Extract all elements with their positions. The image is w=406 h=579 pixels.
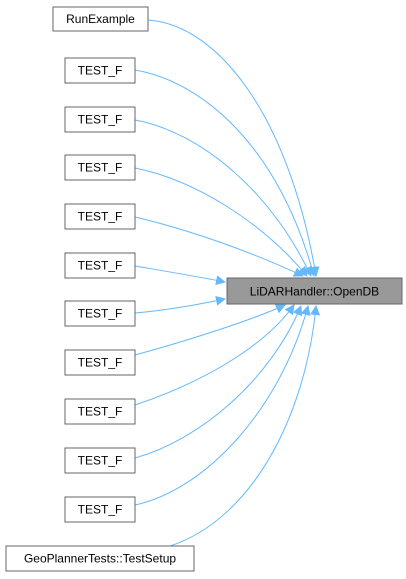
caller-node-label: TEST_F xyxy=(78,113,123,127)
edge-test-f-10 xyxy=(134,305,311,506)
caller-node-test-f-6[interactable]: TEST_F xyxy=(64,300,136,327)
caller-node-run-example[interactable]: RunExample xyxy=(52,6,149,32)
caller-node-test-f-1[interactable]: TEST_F xyxy=(64,57,136,84)
edge-test-f-10-path xyxy=(134,305,311,506)
target-node-label: LiDARHandler::OpenDB xyxy=(250,285,379,299)
edge-test-f-8 xyxy=(134,304,295,406)
edge-test-f-3-path xyxy=(134,167,308,277)
edge-test-f-6-path xyxy=(134,295,226,314)
edge-test-f-2 xyxy=(134,119,312,277)
caller-node-label: TEST_F xyxy=(78,356,123,370)
caller-node-test-f-5[interactable]: TEST_F xyxy=(64,252,136,279)
caller-node-label: TEST_F xyxy=(78,405,123,419)
edge-test-f-7 xyxy=(134,304,286,356)
edge-test-f-2-path xyxy=(134,119,312,277)
caller-node-label: TEST_F xyxy=(78,259,123,273)
target-node[interactable]: LiDARHandler::OpenDB xyxy=(226,277,403,305)
caller-node-label: TEST_F xyxy=(78,307,123,321)
caller-node-test-f-2[interactable]: TEST_F xyxy=(64,106,136,133)
caller-node-label: TEST_F xyxy=(78,64,123,78)
caller-node-test-f-4[interactable]: TEST_F xyxy=(64,203,136,230)
edge-test-f-9-path xyxy=(134,305,303,459)
edge-geoplanner-path xyxy=(169,305,321,547)
edge-test-f-3 xyxy=(134,167,308,277)
caller-node-label: RunExample xyxy=(66,12,135,26)
edge-test-f-5 xyxy=(134,265,226,286)
caller-node-label: TEST_F xyxy=(78,161,123,175)
edge-test-f-8-path xyxy=(134,304,295,406)
caller-node-label: TEST_F xyxy=(78,210,123,224)
edge-test-f-1 xyxy=(134,69,317,277)
caller-node-label: GeoPlannerTests::TestSetup xyxy=(24,552,176,566)
edge-test-f-5-path xyxy=(134,265,226,286)
edge-test-f-1-path xyxy=(134,69,317,277)
edge-geoplanner xyxy=(169,305,321,547)
caller-node-test-f-8[interactable]: TEST_F xyxy=(64,398,136,425)
caller-node-label: TEST_F xyxy=(78,454,123,468)
edge-run-example-path xyxy=(147,19,320,277)
edge-test-f-6 xyxy=(134,295,226,314)
caller-node-test-f-10[interactable]: TEST_F xyxy=(64,496,136,523)
caller-node-test-f-9[interactable]: TEST_F xyxy=(64,447,136,474)
caller-node-test-f-3[interactable]: TEST_F xyxy=(64,154,136,181)
edges-layer xyxy=(134,19,321,547)
edge-test-f-7-path xyxy=(134,304,286,356)
edge-test-f-4-path xyxy=(134,216,304,277)
caller-node-label: TEST_F xyxy=(78,503,123,517)
caller-node-geoplanner-test-setup[interactable]: GeoPlannerTests::TestSetup xyxy=(5,545,195,572)
caller-node-test-f-7[interactable]: TEST_F xyxy=(64,349,136,376)
edge-test-f-9 xyxy=(134,305,303,459)
nodes-layer: LiDARHandler::OpenDB RunExample TEST_F T… xyxy=(5,6,403,572)
edge-test-f-4 xyxy=(134,216,304,277)
edge-run-example xyxy=(147,19,320,277)
